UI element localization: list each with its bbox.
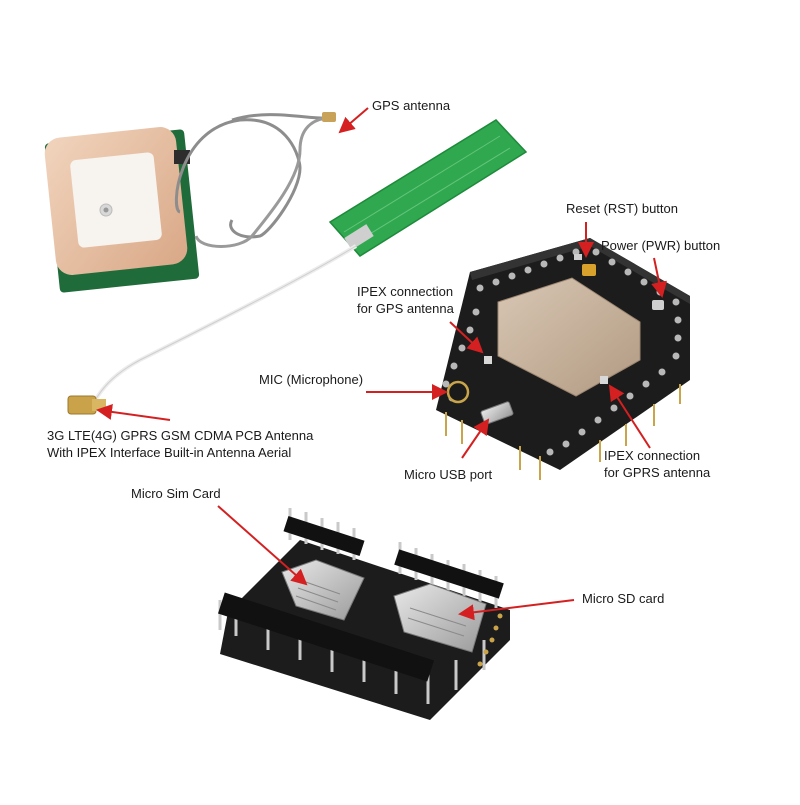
label-pcb-antenna-line1: 3G LTE(4G) GPRS GSM CDMA PCB Antenna xyxy=(47,428,314,443)
arrow-pcb-antenna xyxy=(96,404,171,421)
microphone xyxy=(446,380,470,404)
label-ipex-gprs: IPEX connection for GPRS antenna xyxy=(604,447,710,481)
sma-connector xyxy=(67,395,106,415)
label-ipex-gps-line2: for GPS antenna xyxy=(357,301,454,316)
callout-arrows xyxy=(96,107,667,621)
label-gps-antenna: GPS antenna xyxy=(372,98,451,113)
pcb-antenna xyxy=(328,119,528,257)
main-board xyxy=(436,238,690,480)
label-mic: MIC (Microphone) xyxy=(259,372,364,387)
gps-ipex-plug xyxy=(322,112,336,122)
power-button xyxy=(652,300,664,310)
label-micro-usb: Micro USB port xyxy=(404,467,493,482)
label-reset-button: Reset (RST) button xyxy=(566,201,678,216)
label-ipex-gprs-line2: for GPRS antenna xyxy=(604,465,711,480)
label-ipex-gps: IPEX connection for GPS antenna xyxy=(357,283,454,317)
gps-antenna-cable xyxy=(174,113,329,239)
label-power-button: Power (PWR) button xyxy=(601,238,721,253)
label-ipex-gps-line1: IPEX connection xyxy=(357,284,454,299)
label-pcb-antenna-line2: With IPEX Interface Built-in Antenna Aer… xyxy=(47,445,292,460)
label-micro-sim: Micro Sim Card xyxy=(131,486,221,501)
arrow-micro-usb xyxy=(461,418,490,459)
arrow-micro-sim xyxy=(217,505,308,586)
label-pcb-antenna: 3G LTE(4G) GPRS GSM CDMA PCB Antenna Wit… xyxy=(47,427,313,461)
arrow-ipex-gps xyxy=(449,321,484,354)
arrow-gps-antenna xyxy=(338,107,369,134)
arrow-power-button xyxy=(651,257,667,298)
gps-patch-antenna xyxy=(44,127,200,293)
ipex-gprs-connector xyxy=(600,376,608,384)
ipex-gps-connector xyxy=(484,356,492,364)
reset-button xyxy=(582,264,596,276)
arrow-micro-sd xyxy=(458,599,575,621)
label-micro-sd: Micro SD card xyxy=(582,591,665,606)
arrow-ipex-gprs xyxy=(608,384,651,449)
label-ipex-gprs-line1: IPEX connection xyxy=(604,448,701,463)
